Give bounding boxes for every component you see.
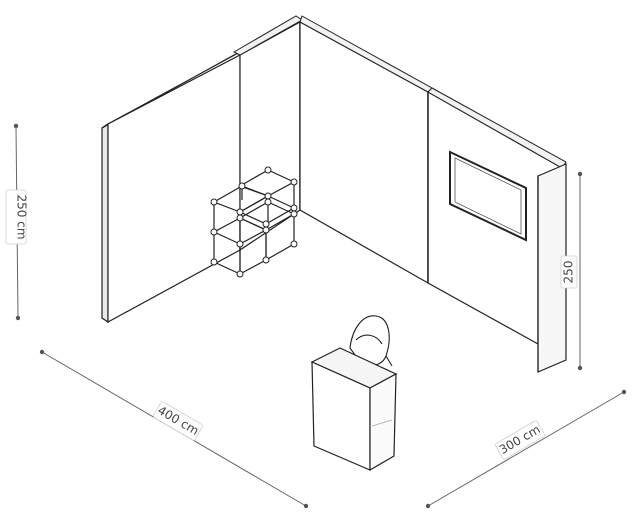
back-wall-right — [299, 15, 567, 346]
right-height-label: 250 — [562, 261, 576, 284]
wall-screen — [449, 150, 527, 242]
side-wall-right — [537, 163, 567, 373]
left-height-dimension: 250 cm — [5, 123, 29, 321]
left-height-label: 250 cm — [15, 194, 29, 239]
width-dimension: 400 cm — [39, 349, 309, 509]
side-wall-left — [101, 51, 241, 324]
right-height-dimension: 250 — [560, 171, 583, 371]
counter — [310, 347, 398, 472]
chair — [349, 315, 393, 373]
depth-dimension: 300 cm — [425, 389, 627, 509]
cube-shelf — [210, 166, 298, 278]
